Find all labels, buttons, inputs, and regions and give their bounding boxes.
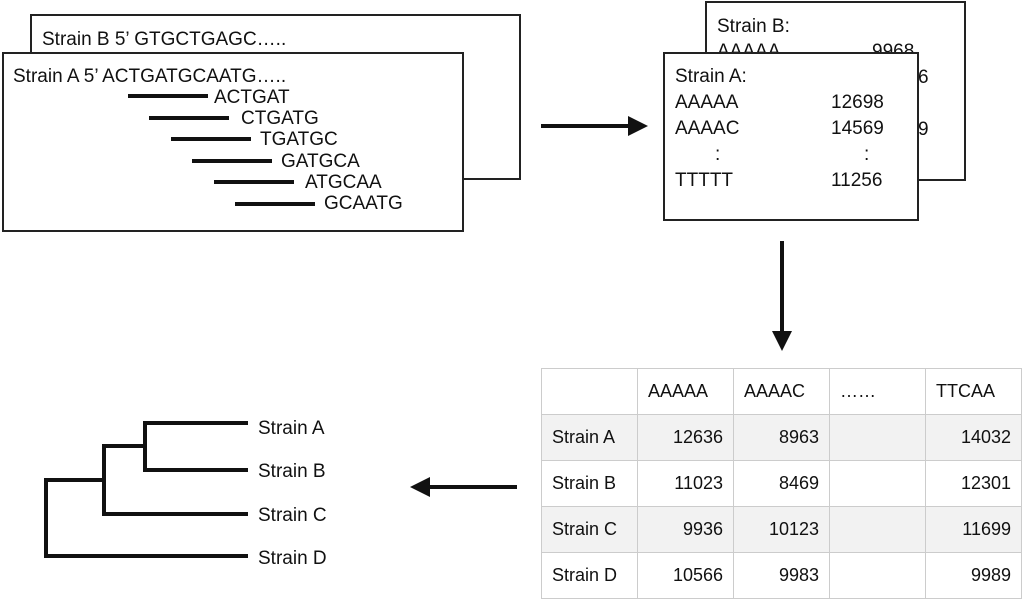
- table-cell: 10566: [637, 552, 734, 599]
- kmer-bar: [235, 202, 315, 206]
- row-label: Strain D: [541, 552, 638, 599]
- table-header-cell: AAAAA: [637, 368, 734, 415]
- table-cell: 14032: [925, 414, 1022, 461]
- row-label: Strain B: [541, 460, 638, 507]
- kmer-label: GATGCA: [281, 151, 360, 172]
- kmer-label: ATGCAA: [305, 172, 382, 193]
- kmer-bar: [128, 94, 208, 98]
- sequence-strain-a: Strain A 5’ ACTGATGCAATG…..: [13, 66, 287, 87]
- table-row: Strain C 9936 10123 11699: [541, 506, 1022, 553]
- kmer-count-table: AAAAA AAAAC …… TTCAA Strain A 12636 8963…: [541, 368, 1022, 599]
- table-cell: [829, 460, 926, 507]
- kmer-label: TGATGC: [260, 129, 338, 150]
- count-value: 12698: [831, 92, 884, 113]
- kmer-label: GCAATG: [324, 193, 403, 214]
- count-value: 6: [918, 67, 929, 88]
- table-header-cell: TTCAA: [925, 368, 1022, 415]
- table-cell: 8469: [733, 460, 830, 507]
- kmer-label: CTGATG: [241, 108, 319, 129]
- count-card-strain-a: [663, 52, 919, 221]
- table-cell: 11699: [925, 506, 1022, 553]
- table-cell: 9983: [733, 552, 830, 599]
- table-cell: [829, 414, 926, 461]
- kmer-bar: [171, 137, 251, 141]
- count-ellipsis: :: [715, 144, 721, 165]
- row-label: Strain A: [541, 414, 638, 461]
- table-cell: 9936: [637, 506, 734, 553]
- row-label: Strain C: [541, 506, 638, 553]
- table-header-row: AAAAA AAAAC …… TTCAA: [541, 368, 1022, 415]
- count-title-strain-a: Strain A:: [675, 66, 747, 87]
- kmer-bar: [214, 180, 294, 184]
- table-cell: [829, 552, 926, 599]
- table-cell: 10123: [733, 506, 830, 553]
- count-value: 11256: [831, 170, 883, 191]
- table-cell: 11023: [637, 460, 734, 507]
- table-row: Strain A 12636 8963 14032: [541, 414, 1022, 461]
- kmer-bar: [149, 116, 229, 120]
- kmer-bar: [192, 159, 272, 163]
- tree-leaf-label: Strain B: [258, 461, 326, 482]
- kmer-label: ACTGAT: [214, 87, 290, 108]
- count-value: 14569: [831, 118, 884, 139]
- count-title-strain-b: Strain B:: [717, 16, 790, 37]
- count-ellipsis: :: [864, 144, 870, 165]
- table-cell: 8963: [733, 414, 830, 461]
- table-row: Strain D 10566 9983 9989: [541, 552, 1022, 599]
- count-kmer: TTTTT: [675, 170, 734, 191]
- table-header-cell: AAAAC: [733, 368, 830, 415]
- phylogenetic-tree: [44, 421, 248, 558]
- count-value: 9: [918, 119, 929, 140]
- table-header-cell: [541, 368, 638, 415]
- arrow-right: [541, 116, 648, 136]
- table-cell: 12636: [637, 414, 734, 461]
- table-cell: [829, 506, 926, 553]
- tree-leaf-label: Strain C: [258, 505, 327, 526]
- arrow-down: [772, 241, 792, 351]
- count-kmer: AAAAC: [675, 118, 740, 139]
- sequence-card-strain-a: [2, 52, 464, 232]
- tree-leaf-label: Strain D: [258, 548, 327, 569]
- tree-leaf-label: Strain A: [258, 418, 325, 439]
- table-cell: 9989: [925, 552, 1022, 599]
- arrow-left: [410, 477, 517, 497]
- count-kmer: AAAAA: [675, 92, 739, 113]
- table-row: Strain B 11023 8469 12301: [541, 460, 1022, 507]
- table-header-cell: ……: [829, 368, 926, 415]
- table-cell: 12301: [925, 460, 1022, 507]
- sequence-strain-b: Strain B 5’ GTGCTGAGC…..: [42, 29, 287, 50]
